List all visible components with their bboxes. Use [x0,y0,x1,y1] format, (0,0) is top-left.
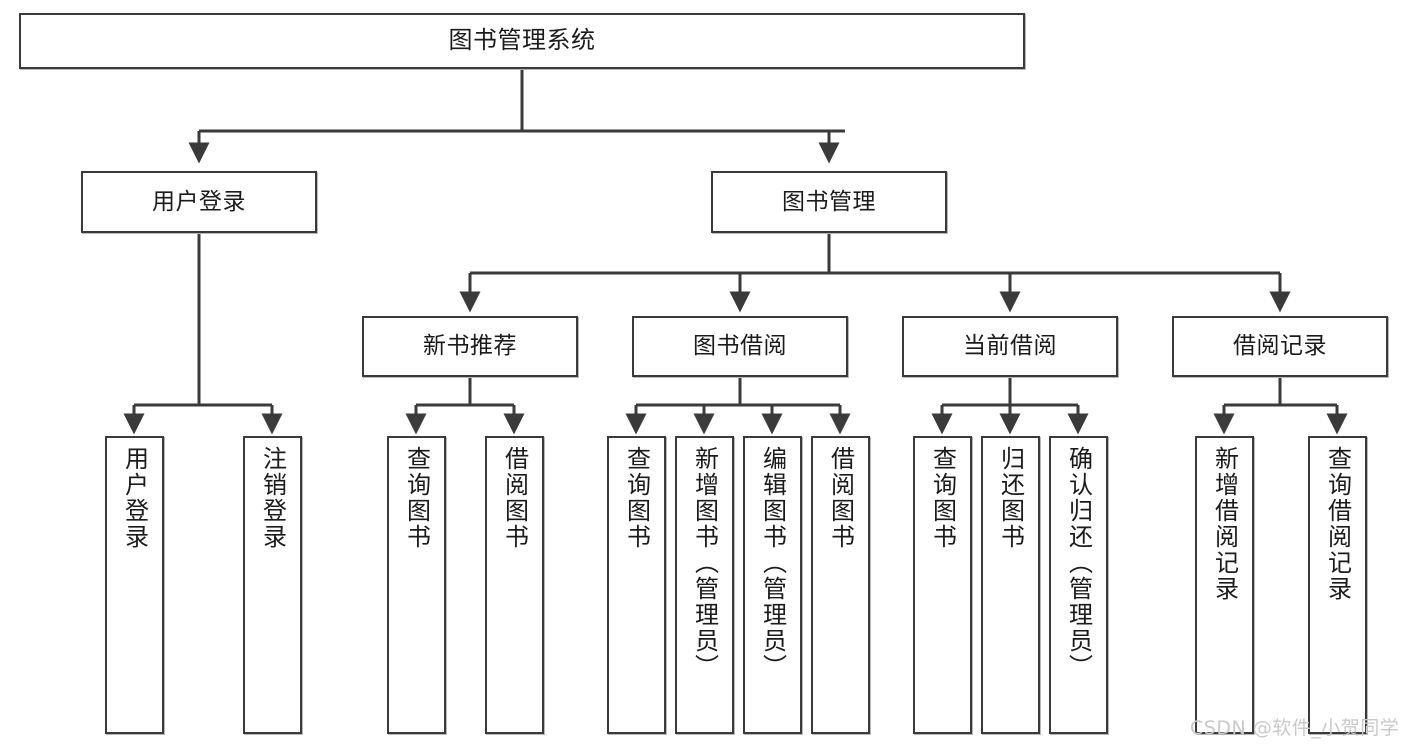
node-label: 查询图书 [402,446,431,550]
node-label: 编辑图书（管理员） [758,446,787,680]
node-current-borrow[interactable]: 当前借阅 [902,316,1118,377]
leaf-user-login-signin[interactable]: 用户登录 [105,436,164,734]
leaf-current-confirm-return-admin[interactable]: 确认归还（管理员） [1049,436,1108,734]
leaf-current-query-book[interactable]: 查询图书 [913,436,972,734]
leaf-recommend-borrow-book[interactable]: 借阅图书 [485,436,544,734]
leaf-record-add-record[interactable]: 新增借阅记录 [1195,436,1254,734]
node-book-management[interactable]: 图书管理 [711,171,947,233]
node-label: 确认归还（管理员） [1064,446,1093,680]
node-label: 当前借阅 [963,333,1057,360]
node-label: 用户登录 [120,446,149,550]
node-root-system[interactable]: 图书管理系统 [19,13,1025,69]
node-label: 注销登录 [258,446,287,550]
leaf-borrow-query-book[interactable]: 查询图书 [607,436,666,734]
node-label: 借阅图书 [500,446,529,550]
leaf-record-query-record[interactable]: 查询借阅记录 [1308,436,1367,734]
node-label: 用户登录 [152,188,246,215]
leaf-borrow-add-book-admin[interactable]: 新增图书（管理员） [675,436,734,734]
node-borrow-record[interactable]: 借阅记录 [1172,316,1388,377]
node-label: 借阅记录 [1233,333,1327,360]
node-label: 图书管理 [782,188,876,215]
node-label: 新增借阅记录 [1210,446,1239,602]
leaf-borrow-borrow-book[interactable]: 借阅图书 [811,436,870,734]
node-label: 查询借阅记录 [1323,446,1352,602]
leaf-borrow-edit-book-admin[interactable]: 编辑图书（管理员） [743,436,802,734]
leaf-current-return-book[interactable]: 归还图书 [981,436,1040,734]
node-label: 新增图书（管理员） [690,446,719,680]
node-label: 查询图书 [622,446,651,550]
leaf-recommend-query-book[interactable]: 查询图书 [387,436,446,734]
node-label: 查询图书 [928,446,957,550]
node-label: 图书借阅 [693,333,787,360]
node-new-book-recommend[interactable]: 新书推荐 [362,316,578,377]
node-label: 借阅图书 [826,446,855,550]
csdn-watermark: CSDN @软件_小贺同学 [1190,717,1400,739]
node-label: 图书管理系统 [448,26,596,55]
node-book-borrow[interactable]: 图书借阅 [632,316,848,377]
node-label: 归还图书 [996,446,1025,550]
node-user-login[interactable]: 用户登录 [81,171,317,233]
node-label: 新书推荐 [423,333,517,360]
leaf-user-login-signout[interactable]: 注销登录 [243,436,302,734]
